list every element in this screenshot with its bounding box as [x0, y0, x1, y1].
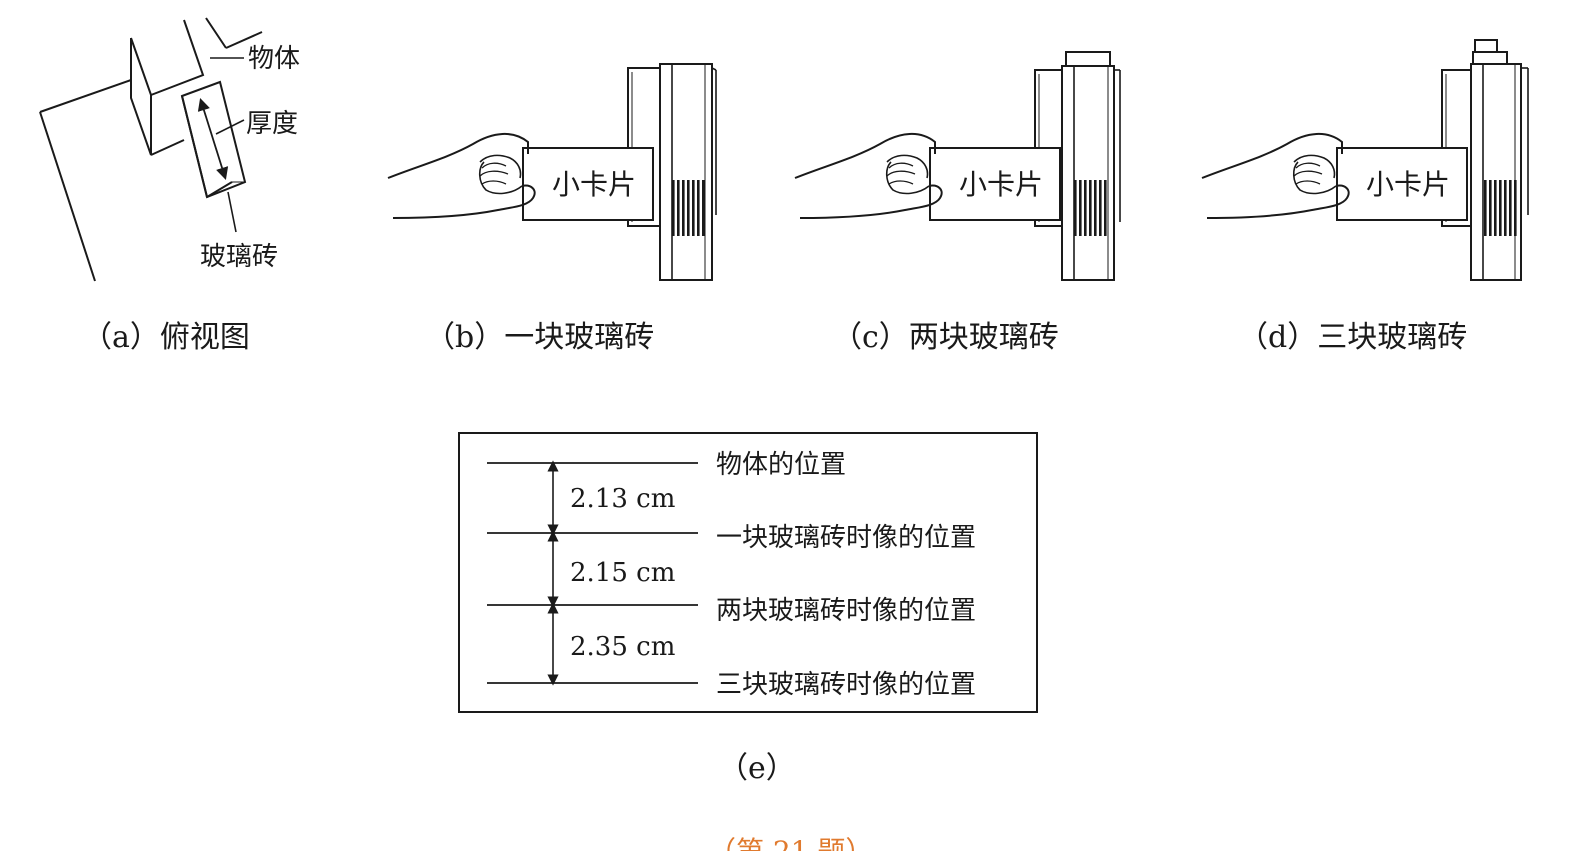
panel-d-three-bricks: 小卡片 （d）三块玻璃砖: [1201, 39, 1529, 355]
row-label-one: 一块玻璃砖时像的位置: [716, 523, 976, 553]
label-object: 物体: [248, 44, 300, 74]
label-glass-brick: 玻璃砖: [200, 242, 278, 272]
caption-b: （b）一块玻璃砖: [425, 320, 654, 355]
gap-label-2: 2.15 cm: [570, 558, 675, 588]
panel-b-one-brick: 小卡片 （b）一块玻璃砖: [387, 63, 717, 355]
card-label-b: 小卡片: [552, 168, 636, 201]
row-label-object: 物体的位置: [716, 450, 846, 480]
panel-e-image-positions: 2.13 cm 2.15 cm 2.35 cm 物体的位置 一块玻璃砖时像的位置…: [458, 432, 1038, 786]
row-label-two: 两块玻璃砖时像的位置: [716, 596, 976, 626]
caption-c: （c）两块玻璃砖: [832, 320, 1059, 355]
caption-e: （e）: [718, 751, 796, 786]
caption-d: （d）三块玻璃砖: [1238, 320, 1467, 355]
footer-question-label: （第 21 题）: [708, 835, 873, 851]
row-label-three: 三块玻璃砖时像的位置: [716, 670, 976, 700]
caption-a: （a）俯视图: [82, 320, 250, 355]
card-label-d: 小卡片: [1366, 168, 1450, 201]
gap-label-3: 2.35 cm: [570, 632, 675, 662]
panel-a-top-view: 物体 厚度 玻璃砖 （a）俯视图: [39, 17, 300, 355]
card-label-c: 小卡片: [959, 168, 1043, 201]
panel-c-two-bricks: 小卡片 （c）两块玻璃砖: [794, 51, 1121, 355]
gap-label-1: 2.13 cm: [570, 484, 675, 514]
label-thickness: 厚度: [246, 109, 298, 139]
